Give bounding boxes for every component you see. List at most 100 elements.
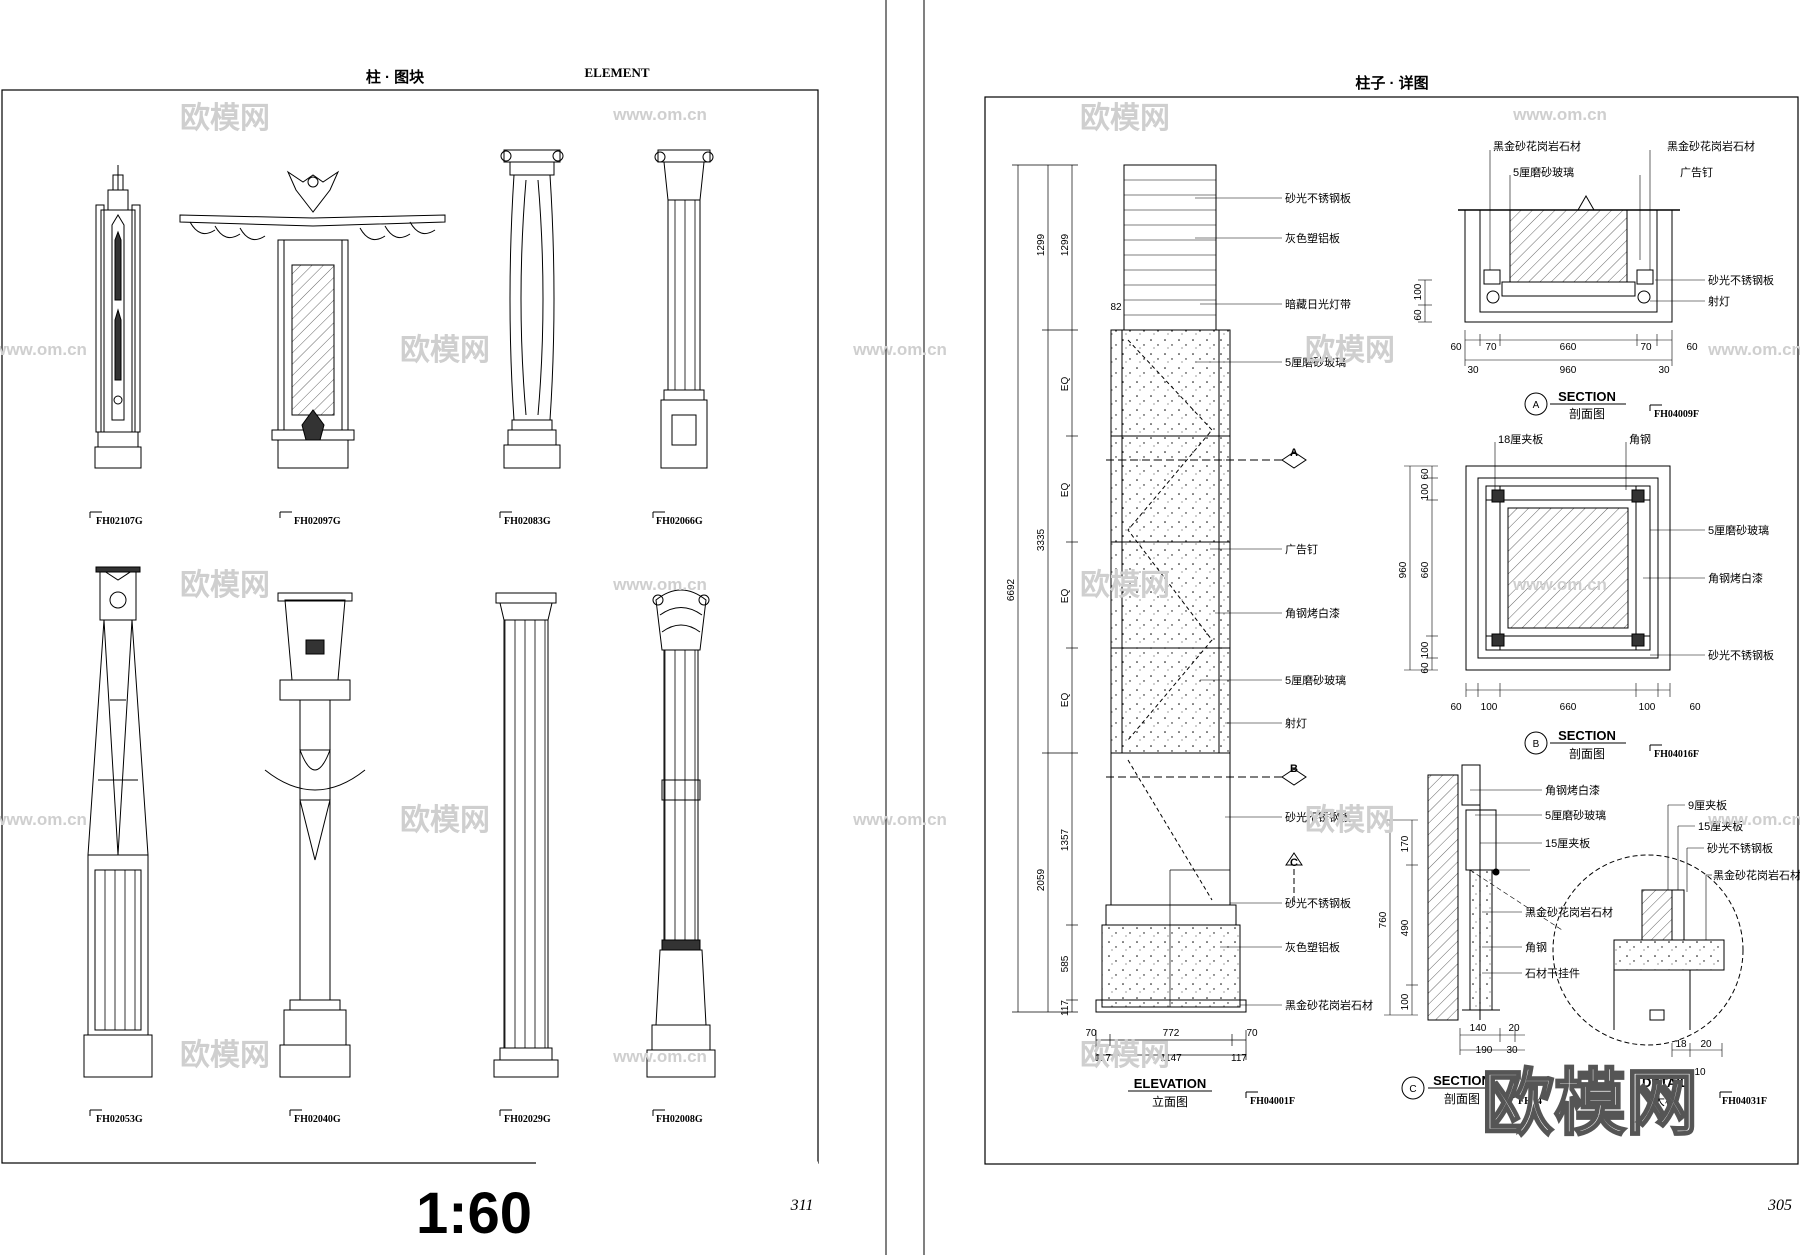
- section-b-marker: B: [1533, 739, 1540, 750]
- svg-text:60: 60: [1420, 662, 1431, 674]
- dim-sub: 1357: [1060, 828, 1071, 851]
- elevation-leaders: [1195, 197, 1282, 1006]
- section-b-dims: [1404, 465, 1671, 697]
- svg-text:5厘磨砂玻璃: 5厘磨砂玻璃: [1513, 165, 1574, 179]
- material-label: 黑金砂花岗岩石材: [1285, 998, 1373, 1012]
- dim-seg: 1299: [1036, 233, 1047, 256]
- svg-text:20: 20: [1508, 1023, 1520, 1034]
- section-b-labels: 18厘夹板 角钢 5厘磨砂玻璃 角钢烤白漆 砂光不锈钢板: [1498, 432, 1774, 662]
- svg-text:60: 60: [1450, 342, 1462, 353]
- material-label: 广告钉: [1285, 543, 1318, 556]
- code-label: FH02066G: [656, 516, 703, 527]
- svg-text:砂光不锈钢板: 砂光不锈钢板: [1708, 648, 1774, 662]
- dim-sub: 117: [1060, 1000, 1071, 1016]
- section-a-leaders: [1489, 150, 1705, 302]
- section-c-title-en: SECTION: [1433, 1073, 1491, 1088]
- section-a-drawing: [1458, 194, 1680, 323]
- section-a-code: FH04009F: [1654, 409, 1699, 420]
- watermark-logo: 欧模网: [1305, 334, 1395, 367]
- dim-sub: 1299: [1060, 233, 1071, 256]
- scale-label: 1:60: [416, 1181, 532, 1246]
- elevation-code: FH04001F: [1250, 1096, 1295, 1107]
- svg-text:660: 660: [1560, 702, 1577, 713]
- detail-dim-text: 18 20 10: [1675, 1039, 1712, 1078]
- svg-text:10: 10: [1694, 1067, 1706, 1078]
- section-b-title-cn: 剖面图: [1569, 747, 1605, 761]
- svg-text:960: 960: [1560, 365, 1577, 376]
- section-c-title-cn: 剖面图: [1444, 1092, 1480, 1106]
- elevation-dimensions: [1012, 164, 1247, 1060]
- code-label: FH02040G: [294, 1114, 341, 1125]
- section-c-dims: [1384, 819, 1525, 1055]
- material-label: 灰色塑铝板: [1285, 940, 1340, 954]
- row2-code-labels: FH02053G FH02040G FH02029G FH02008G: [89, 1109, 703, 1125]
- right-page-frame: [984, 96, 1799, 1165]
- section-b-drawing: [1465, 465, 1671, 671]
- code-label: FH02029G: [504, 1114, 551, 1125]
- svg-text:黑金砂花岗岩石材: 黑金砂花岗岩石材: [1713, 868, 1800, 882]
- section-marker-c: C: [1290, 857, 1298, 869]
- svg-text:角钢: 角钢: [1629, 433, 1651, 446]
- code-label: FH02083G: [504, 516, 551, 527]
- dim-bottom: 772: [1163, 1028, 1180, 1039]
- material-label: 暗藏日光灯带: [1285, 297, 1351, 311]
- watermark-url: www.om.cn: [1512, 105, 1607, 124]
- elevation-drawing: [1095, 164, 1247, 1013]
- watermark-url: www.om.cn: [612, 105, 707, 124]
- svg-text:9厘夹板: 9厘夹板: [1688, 798, 1727, 812]
- svg-text:黑金砂花岗岩石材: 黑金砂花岗岩石材: [1525, 905, 1613, 919]
- watermark-logo: 欧模网: [180, 569, 270, 602]
- svg-text:660: 660: [1560, 342, 1577, 353]
- material-label: 5厘磨砂玻璃: [1285, 355, 1346, 369]
- watermark-url: www.om.cn: [1707, 810, 1800, 829]
- svg-text:角钢: 角钢: [1525, 941, 1547, 954]
- column-drawing-fh02008g: [646, 589, 716, 1078]
- svg-text:100: 100: [1420, 641, 1431, 658]
- watermark-stamp: 欧模网: [1482, 1064, 1698, 1144]
- section-b-code: FH04016F: [1654, 749, 1699, 760]
- svg-text:60: 60: [1689, 702, 1701, 713]
- svg-text:760: 760: [1378, 911, 1389, 928]
- watermark-logo: 欧模网: [1305, 804, 1395, 837]
- section-c-leaders: [1470, 789, 1542, 974]
- column-drawing-fh02107g: [94, 165, 142, 469]
- svg-text:100: 100: [1400, 993, 1411, 1010]
- dim-seg: 2059: [1036, 868, 1047, 891]
- svg-text:960: 960: [1398, 561, 1409, 578]
- section-a-title-en: SECTION: [1558, 389, 1616, 404]
- svg-text:15厘夹板: 15厘夹板: [1545, 836, 1590, 850]
- detail-code: FH04031F: [1722, 1096, 1767, 1107]
- material-label: 砂光不锈钢板: [1285, 896, 1351, 910]
- svg-text:黑金砂花岗岩石材: 黑金砂花岗岩石材: [1667, 139, 1755, 153]
- left-page: 柱 · 图块 ELEMENT: [1, 65, 819, 1246]
- watermark-logo: 欧模网: [1080, 1039, 1170, 1072]
- section-marker-a: A: [1290, 447, 1298, 459]
- dim-bottom: 1147: [1160, 1053, 1182, 1064]
- watermark-logo: 欧模网: [400, 334, 490, 367]
- section-markers: [1106, 451, 1307, 905]
- section-c-marker: C: [1409, 1084, 1416, 1095]
- svg-text:60: 60: [1450, 702, 1462, 713]
- left-header-cn: 柱 · 图块: [366, 68, 425, 86]
- watermark-logo: 欧模网: [1080, 102, 1170, 135]
- watermark-url: www.om.cn: [852, 810, 947, 829]
- detail-labels: 9厘夹板 15厘夹板 砂光不锈钢板 黑金砂花岗岩石材: [1688, 798, 1800, 882]
- svg-text:100: 100: [1413, 283, 1424, 300]
- column-drawing-fh02053g: [83, 566, 153, 1078]
- watermark-url: www.om.cn: [852, 340, 947, 359]
- code-label: FH02008G: [656, 1114, 703, 1125]
- watermark-url: www.om.cn: [612, 575, 707, 594]
- code-label: FH02053G: [96, 1114, 143, 1125]
- column-drawing-fh02083g: [500, 149, 564, 469]
- dim-sub: 585: [1060, 955, 1071, 972]
- dim-sub: EQ: [1060, 693, 1071, 708]
- left-header-en: ELEMENT: [584, 65, 649, 80]
- svg-text:60: 60: [1413, 309, 1424, 321]
- watermark-url: www.om.cn: [1707, 340, 1800, 359]
- right-header-cn: 柱子 · 详图: [1355, 74, 1428, 92]
- watermark-url: www.om.cn: [0, 810, 87, 829]
- row1-code-labels: FH02107G FH02097G FH02083G FH02066G: [89, 511, 703, 527]
- dim-bottom: 70: [1246, 1028, 1258, 1039]
- watermark-logo: 欧模网: [180, 102, 270, 135]
